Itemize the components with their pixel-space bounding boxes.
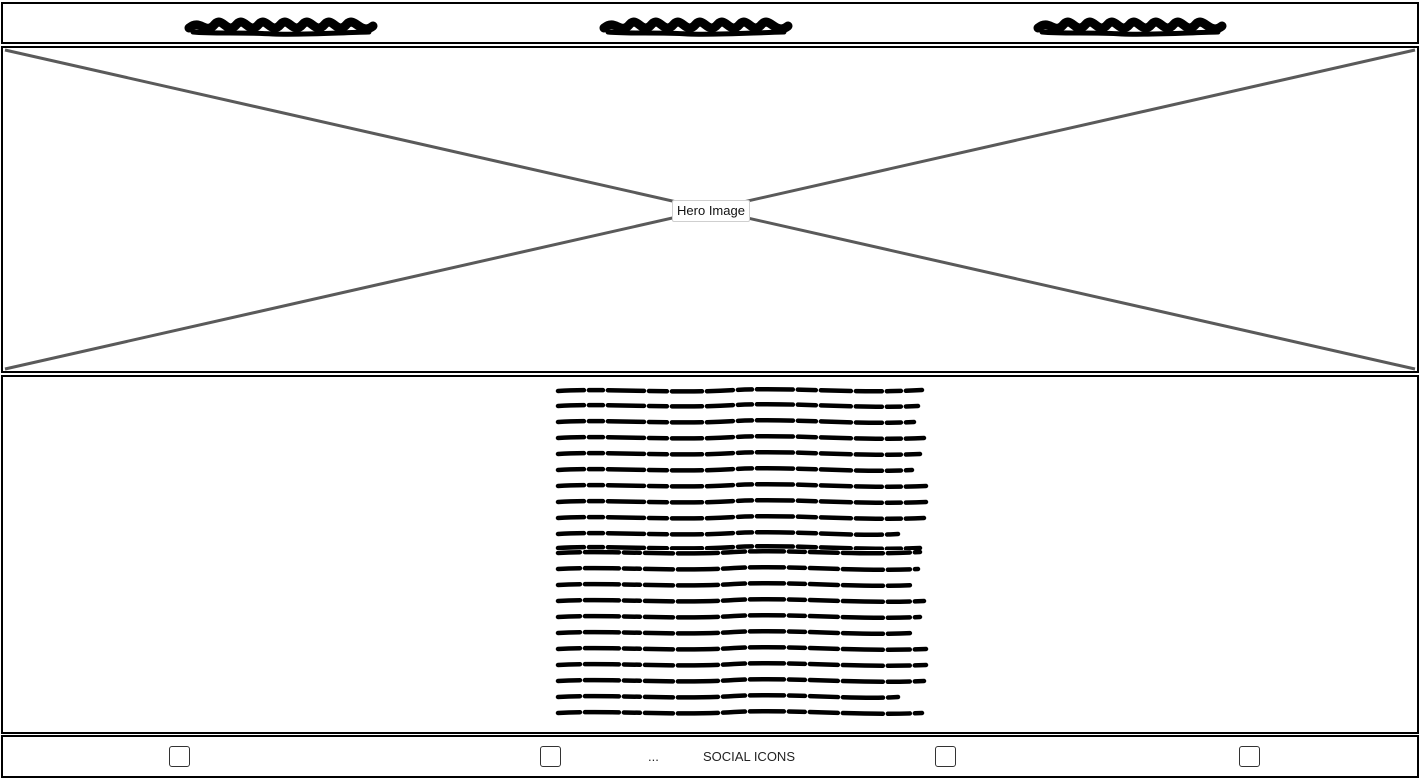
nav-link-2[interactable] — [598, 10, 794, 40]
paragraph-1 — [554, 385, 930, 550]
social-icon-1-checkbox[interactable] — [169, 746, 190, 767]
nav-link-1[interactable] — [183, 10, 379, 40]
nav-link-1-scribble — [184, 17, 378, 37]
footer-ellipsis: ... — [648, 749, 659, 764]
social-icon-3-checkbox[interactable] — [935, 746, 956, 767]
social-icon-4-checkbox[interactable] — [1239, 746, 1260, 767]
hero-image-label: Hero Image — [672, 200, 750, 222]
paragraph-1-scribble — [555, 386, 929, 550]
nav-bar — [1, 2, 1419, 44]
paragraph-2 — [554, 547, 930, 719]
nav-link-3-scribble — [1033, 17, 1227, 37]
social-icons-label: SOCIAL ICONS — [703, 749, 795, 764]
nav-link-2-scribble — [599, 17, 793, 37]
paragraph-2-scribble — [555, 548, 929, 716]
nav-link-3[interactable] — [1032, 10, 1228, 40]
hero-image-placeholder: Hero Image — [1, 46, 1419, 373]
content-section — [1, 375, 1419, 734]
social-icon-2-checkbox[interactable] — [540, 746, 561, 767]
footer-bar: ... SOCIAL ICONS — [1, 735, 1419, 778]
